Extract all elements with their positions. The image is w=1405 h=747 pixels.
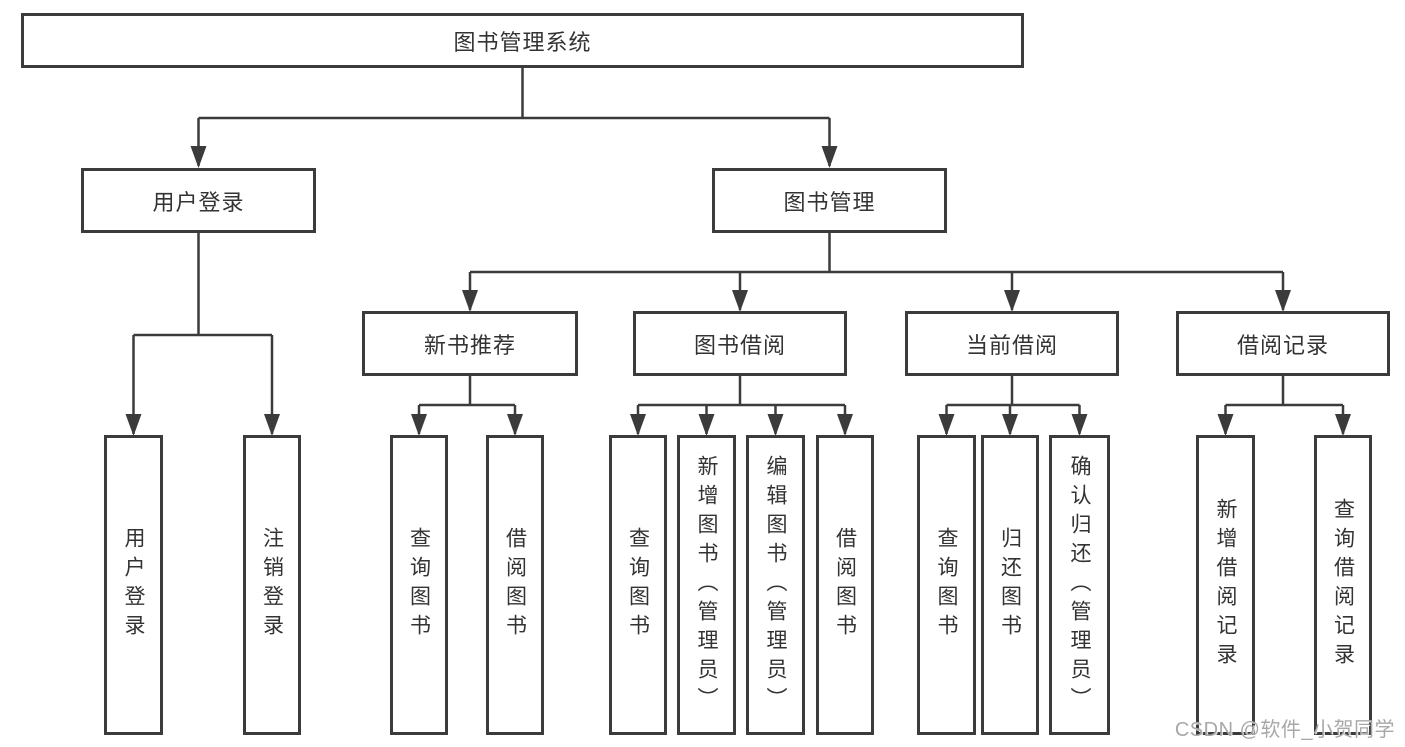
leaf-logout: 注销登录: [243, 435, 301, 735]
node-borrowing-records: 借阅记录: [1176, 311, 1390, 376]
leaf-label: 借阅图书: [503, 527, 527, 643]
csdn-watermark: CSDN @软件_小贺同学: [1174, 719, 1395, 741]
node-new-book-recommend: 新书推荐: [362, 311, 578, 376]
leaf-query-borrow-record: 查询借阅记录: [1314, 435, 1372, 735]
node-label: 当前借阅: [965, 332, 1058, 358]
leaf-query-books-recommend: 查询图书: [390, 435, 448, 735]
leaf-add-borrow-record: 新增借阅记录: [1196, 435, 1255, 735]
leaf-borrow-books: 借阅图书: [816, 435, 874, 735]
leaf-confirm-return-admin: 确认归还（管理员）: [1049, 435, 1110, 735]
leaf-borrow-books-recommend: 借阅图书: [486, 435, 544, 735]
leaf-user-login: 用户登录: [104, 435, 163, 735]
node-label: 新书推荐: [423, 332, 516, 358]
leaf-query-books-current: 查询图书: [917, 435, 976, 735]
leaf-label: 借阅图书: [833, 527, 857, 643]
leaf-label: 查询图书: [407, 527, 431, 643]
leaf-label: 归还图书: [998, 527, 1022, 643]
leaf-label: 查询图书: [935, 527, 958, 643]
leaf-label: 用户登录: [122, 527, 145, 643]
node-root-system: 图书管理系统: [21, 13, 1024, 68]
leaf-label: 编辑图书（管理员）: [764, 454, 787, 716]
node-user-login: 用户登录: [81, 168, 316, 233]
node-label: 借阅记录: [1236, 332, 1329, 358]
node-book-borrowing: 图书借阅: [633, 311, 847, 376]
leaf-label: 新增借阅记录: [1214, 498, 1237, 672]
node-label: 图书管理: [783, 189, 876, 215]
leaf-add-books-admin: 新增图书（管理员）: [677, 435, 736, 735]
leaf-label: 新增图书（管理员）: [695, 454, 718, 716]
node-current-borrowing: 当前借阅: [905, 311, 1119, 376]
node-label: 图书借阅: [693, 332, 786, 358]
leaf-edit-books-admin: 编辑图书（管理员）: [746, 435, 805, 735]
node-book-management: 图书管理: [712, 168, 947, 233]
leaf-label: 查询借阅记录: [1331, 498, 1355, 672]
node-label: 图书管理系统: [453, 29, 592, 55]
leaf-label: 确认归还（管理员）: [1068, 454, 1091, 716]
leaf-query-books-borrowing: 查询图书: [609, 435, 667, 735]
leaf-label: 注销登录: [260, 527, 284, 643]
node-label: 用户登录: [152, 189, 245, 215]
leaf-label: 查询图书: [626, 527, 650, 643]
leaf-return-books: 归还图书: [981, 435, 1039, 735]
